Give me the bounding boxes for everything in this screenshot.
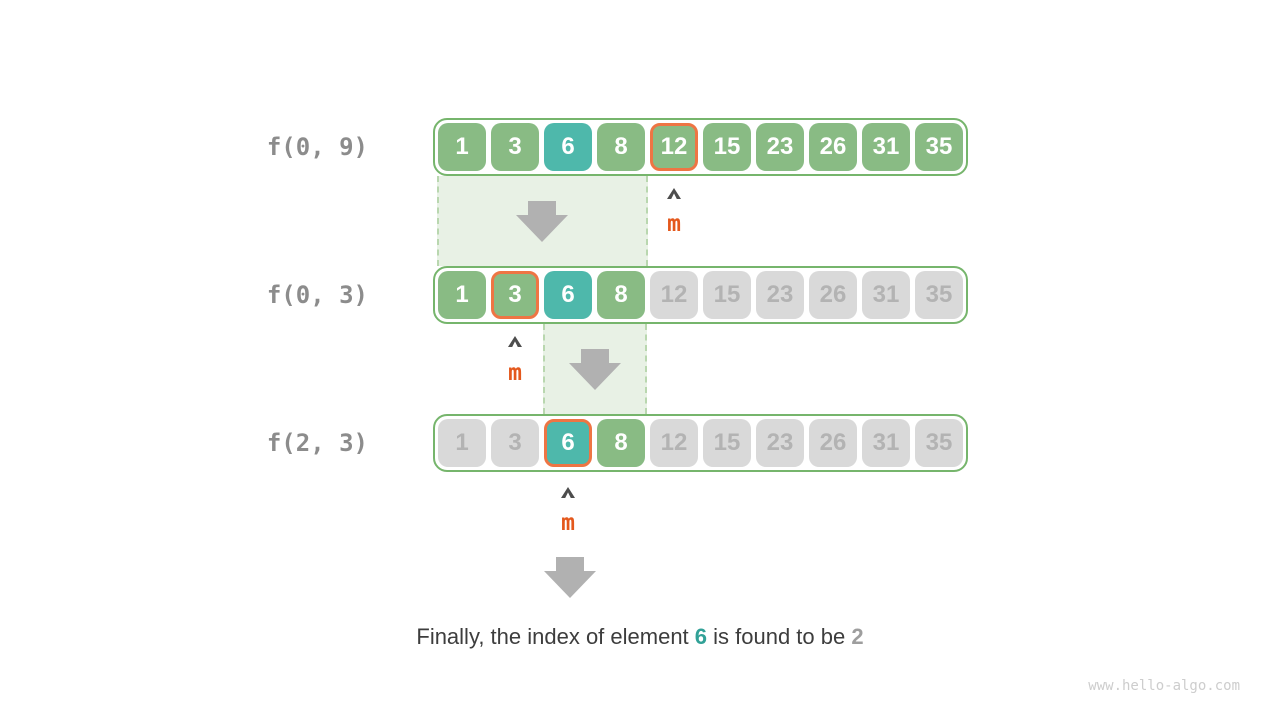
array-cell-35: 35 bbox=[915, 419, 963, 467]
caption: Finally, the index of element 6 is found… bbox=[0, 624, 1280, 650]
array-cell-3: 3 bbox=[491, 271, 539, 319]
mid-pointer-icon bbox=[508, 335, 522, 347]
row-label-f23: f(2, 3) bbox=[266, 429, 368, 457]
array-cell-3: 3 bbox=[491, 419, 539, 467]
down-arrow-stem bbox=[581, 349, 609, 363]
down-arrow-head bbox=[516, 215, 568, 242]
array-cell-12: 12 bbox=[650, 123, 698, 171]
array-cell-3: 3 bbox=[491, 123, 539, 171]
down-arrow-head bbox=[569, 363, 621, 390]
mid-label: m bbox=[561, 510, 575, 536]
array-cell-1: 1 bbox=[438, 271, 486, 319]
row-label-f09: f(0, 9) bbox=[266, 133, 368, 161]
array-cell-1: 1 bbox=[438, 123, 486, 171]
array-cell-1: 1 bbox=[438, 419, 486, 467]
array-cell-6: 6 bbox=[544, 271, 592, 319]
array-cell-35: 35 bbox=[915, 271, 963, 319]
array-cell-12: 12 bbox=[650, 271, 698, 319]
caption-result-index: 2 bbox=[851, 624, 864, 649]
caption-text-prefix: Finally, the index of element bbox=[416, 624, 695, 649]
watermark: www.hello-algo.com bbox=[1088, 678, 1240, 694]
mid-pointer-icon bbox=[561, 486, 575, 498]
array-cell-6: 6 bbox=[544, 419, 592, 467]
array-cell-6: 6 bbox=[544, 123, 592, 171]
caption-text-middle: is found to be bbox=[707, 624, 852, 649]
array-cell-15: 15 bbox=[703, 123, 751, 171]
caption-target-value: 6 bbox=[694, 624, 708, 649]
array-cell-12: 12 bbox=[650, 419, 698, 467]
mid-label: m bbox=[508, 360, 522, 386]
array-cell-15: 15 bbox=[703, 419, 751, 467]
array-cell-23: 23 bbox=[756, 123, 804, 171]
array-cell-8: 8 bbox=[597, 419, 645, 467]
down-arrow-icon bbox=[516, 201, 568, 242]
array-cell-8: 8 bbox=[597, 271, 645, 319]
array-cell-31: 31 bbox=[862, 271, 910, 319]
down-arrow-stem bbox=[556, 557, 584, 571]
row-label-f03: f(0, 3) bbox=[266, 281, 368, 309]
down-arrow-head bbox=[544, 571, 596, 598]
mid-pointer-icon bbox=[667, 187, 681, 199]
array-cell-26: 26 bbox=[809, 419, 857, 467]
down-arrow-icon bbox=[544, 557, 596, 598]
array-cell-23: 23 bbox=[756, 271, 804, 319]
mid-label: m bbox=[667, 211, 681, 237]
array-cell-31: 31 bbox=[862, 419, 910, 467]
array-cell-26: 26 bbox=[809, 271, 857, 319]
array-cell-26: 26 bbox=[809, 123, 857, 171]
down-arrow-stem bbox=[528, 201, 556, 215]
down-arrow-icon bbox=[569, 349, 621, 390]
array-cell-31: 31 bbox=[862, 123, 910, 171]
array-cell-8: 8 bbox=[597, 123, 645, 171]
array-cell-23: 23 bbox=[756, 419, 804, 467]
array-cell-35: 35 bbox=[915, 123, 963, 171]
array-cell-15: 15 bbox=[703, 271, 751, 319]
